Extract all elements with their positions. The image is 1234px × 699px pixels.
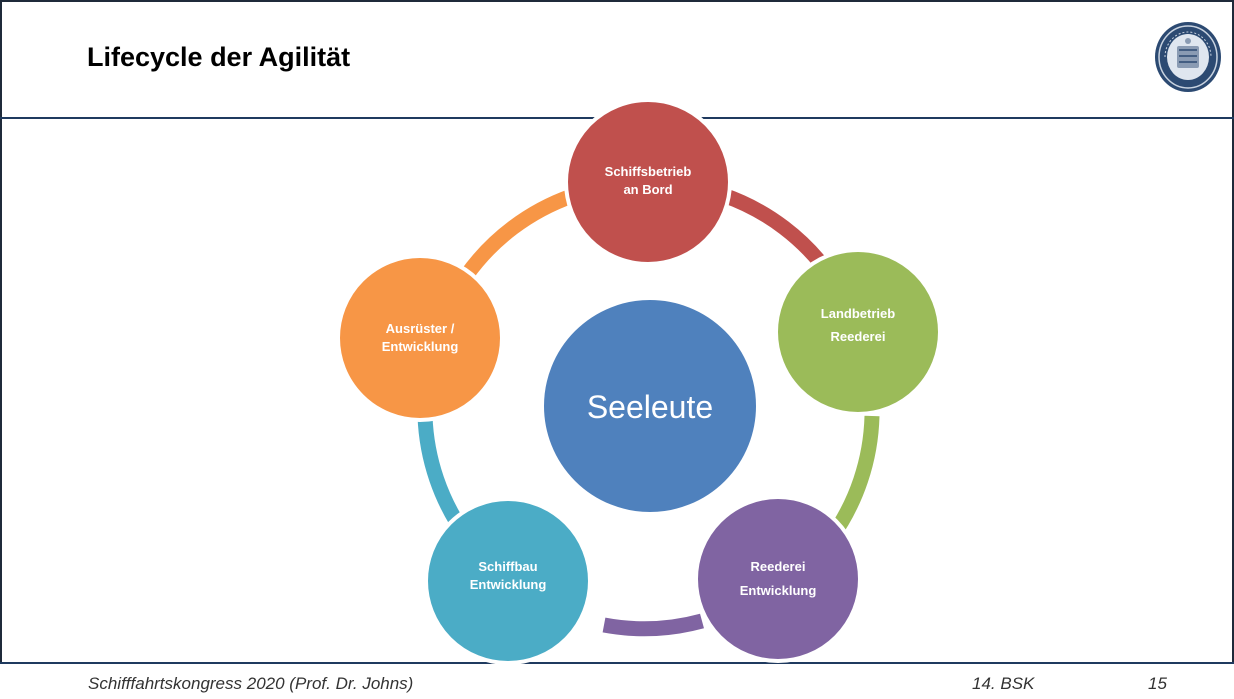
- node-schiffsbetrieb-circle: [564, 98, 732, 266]
- arc-reederei-schiffbau: [602, 613, 704, 637]
- frame-right-border: [1232, 0, 1234, 663]
- university-seal-logo: [1155, 22, 1221, 92]
- node-landbetrieb-label-2: Reederei: [831, 329, 886, 344]
- footer-edition-text: 14. BSK: [972, 674, 1035, 693]
- node-landbetrieb-label-1: Landbetrieb: [821, 306, 895, 321]
- center-node-circle: [540, 296, 760, 516]
- node-ausruester-circle: [336, 254, 504, 422]
- footer-event-text: Schifffahrtskongress 2020 (Prof. Dr. Joh…: [88, 674, 414, 693]
- frame-left-border: [0, 0, 2, 663]
- node-schiffbau-label-1: Schiffbau: [478, 559, 537, 574]
- arc-ausruester-schiffsbetrieb: [459, 188, 575, 281]
- node-reederei-label-1: Reederei: [751, 559, 806, 574]
- page-number: 15: [1148, 674, 1167, 693]
- node-landbetrieb-circle: [774, 248, 942, 416]
- node-reederei-label-2: Entwicklung: [740, 583, 817, 598]
- node-reederei-circle: [694, 495, 862, 663]
- frame-top-border: [0, 0, 1234, 2]
- center-node-label: Seeleute: [587, 389, 713, 425]
- node-schiffbau-circle: [424, 497, 592, 665]
- node-schiffsbetrieb-label-2: an Bord: [623, 182, 672, 197]
- footer-divider: [0, 662, 1234, 664]
- node-ausruester-label-2: Entwicklung: [382, 339, 459, 354]
- node-ausruester-label-1: Ausrüster /: [386, 321, 455, 336]
- slide-title: Lifecycle der Agilität: [87, 42, 351, 72]
- node-schiffbau-label-2: Entwicklung: [470, 577, 547, 592]
- node-schiffsbetrieb-label-1: Schiffsbetrieb: [605, 164, 692, 179]
